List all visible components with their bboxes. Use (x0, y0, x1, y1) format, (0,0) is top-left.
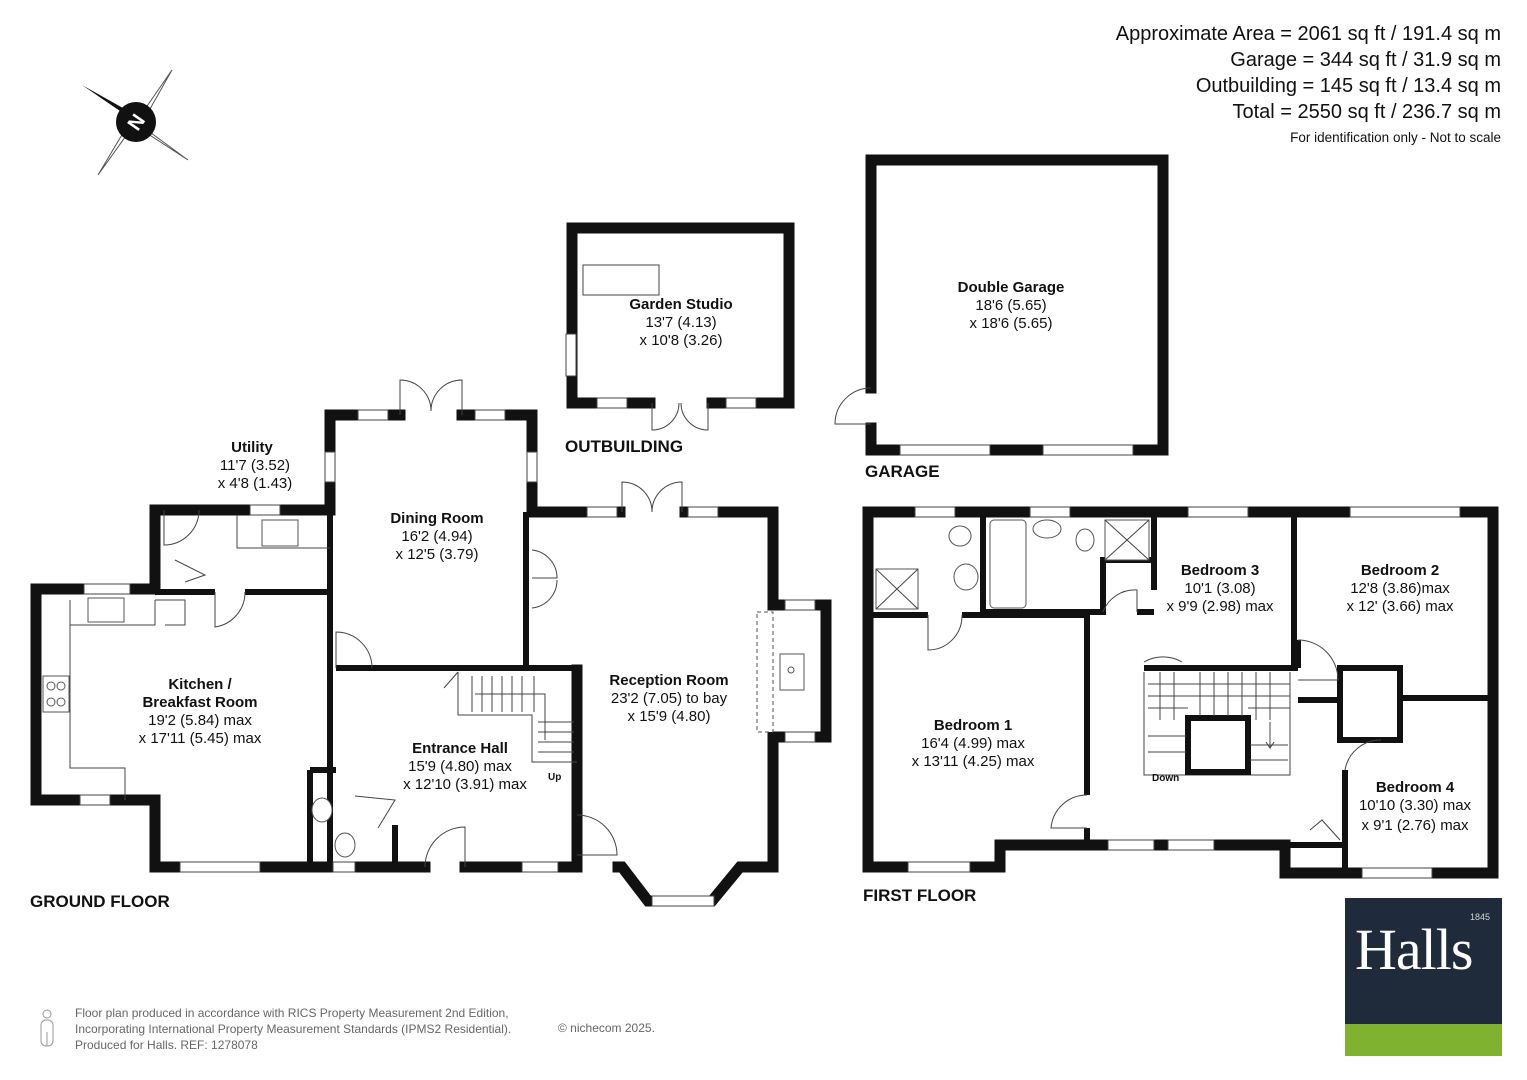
garage-dim2: x 18'6 (5.65) (970, 315, 1053, 332)
entrance-dim2: x 12'10 (3.91) max (403, 776, 527, 793)
ground-floor-plan (30, 379, 832, 907)
kitchen-name1: Kitchen / (168, 676, 232, 693)
bedroom2-dim2: x 12' (3.66) max (1346, 598, 1454, 615)
halls-logo-word: Halls (1355, 917, 1473, 982)
room-labels: Utility 11'7 (3.52) x 4'8 (1.43) Dining … (139, 279, 1472, 834)
entrance-name: Entrance Hall (412, 740, 508, 757)
total-area: Total = 2550 sq ft / 236.7 sq m (1232, 101, 1502, 123)
approximate-area: Approximate Area = 2061 sq ft / 191.4 sq… (1115, 23, 1501, 45)
studio-dim1: 13'7 (4.13) (645, 314, 716, 331)
studio-name: Garden Studio (629, 296, 732, 313)
footer-notes: Floor plan produced in accordance with R… (75, 1005, 511, 1053)
compass-rose-icon: N (82, 69, 189, 176)
bedroom1-dim2: x 13'11 (4.25) max (912, 753, 1035, 770)
ground-floor-staircase (443, 671, 577, 763)
bedroom2-dim1: 12'8 (3.86)max (1350, 580, 1450, 597)
bedroom4-dim1: 10'10 (3.30) max (1359, 797, 1472, 814)
halls-logo-green-bar (1345, 1024, 1502, 1056)
bedroom2-name: Bedroom 2 (1361, 562, 1439, 579)
reception-name: Reception Room (609, 672, 728, 689)
bedroom3-name: Bedroom 3 (1181, 562, 1259, 579)
bedroom3-dim2: x 9'9 (2.98) max (1166, 598, 1274, 615)
halls-logo-year: 1845 (1469, 912, 1490, 922)
first-floor-staircase (1143, 672, 1291, 776)
garage-name: Double Garage (958, 279, 1065, 296)
utility-dim2: x 4'8 (1.43) (218, 475, 293, 492)
dining-dim1: 16'2 (4.94) (401, 528, 472, 545)
dining-dim2: x 12'5 (3.79) (396, 546, 479, 563)
ground-floor-label: GROUND FLOOR (30, 892, 170, 911)
halls-logo: Halls 1845 (1345, 898, 1502, 1056)
garage-label: GARAGE (865, 462, 940, 481)
entrance-dim1: 15'9 (4.80) max (408, 758, 512, 775)
outbuilding-area: Outbuilding = 145 sq ft / 13.4 sq m (1195, 75, 1501, 97)
first-floor-plan (862, 506, 1499, 879)
stairs-up-label: Up (548, 772, 561, 783)
bedroom1-dim1: 16'4 (4.99) max (921, 735, 1025, 752)
section-labels: GROUND FLOOR FIRST FLOOR OUTBUILDING GAR… (30, 437, 976, 911)
stairs-down-label: Down (1152, 773, 1179, 784)
footer-line-3: Produced for Halls. REF: 1278078 (75, 1038, 258, 1052)
footer-line-2: Incorporating International Property Mea… (75, 1022, 512, 1036)
garage-dim1: 18'6 (5.65) (975, 297, 1046, 314)
garage-area: Garage = 344 sq ft / 31.9 sq m (1230, 49, 1501, 71)
bedroom1-name: Bedroom 1 (934, 717, 1012, 734)
bedroom4-dim2: x 9'1 (2.76) max (1361, 817, 1469, 834)
bedroom4-name: Bedroom 4 (1376, 779, 1455, 796)
outbuilding-plan (565, 222, 795, 431)
kitchen-dim2: x 17'11 (5.45) max (139, 730, 262, 747)
person-scale-icon (40, 1009, 54, 1047)
studio-dim2: x 10'8 (3.26) (640, 332, 723, 349)
kitchen-name2: Breakfast Room (142, 694, 257, 711)
dining-name: Dining Room (390, 510, 483, 527)
kitchen-dim1: 19'2 (5.84) max (148, 712, 252, 729)
scale-note: For identification only - Not to scale (1290, 130, 1501, 145)
first-floor-label: FIRST FLOOR (863, 886, 976, 905)
footer-copyright: © nichecom 2025. (558, 1021, 655, 1035)
utility-name: Utility (231, 439, 273, 456)
garage-plan (834, 154, 1169, 456)
utility-dim1: 11'7 (3.52) (220, 457, 290, 474)
footer-line-1: Floor plan produced in accordance with R… (75, 1006, 509, 1020)
reception-dim1: 23'2 (7.05) to bay (611, 690, 728, 707)
bedroom3-dim1: 10'1 (3.08) (1184, 580, 1255, 597)
reception-dim2: x 15'9 (4.80) (628, 708, 711, 725)
outbuilding-label: OUTBUILDING (565, 437, 683, 456)
